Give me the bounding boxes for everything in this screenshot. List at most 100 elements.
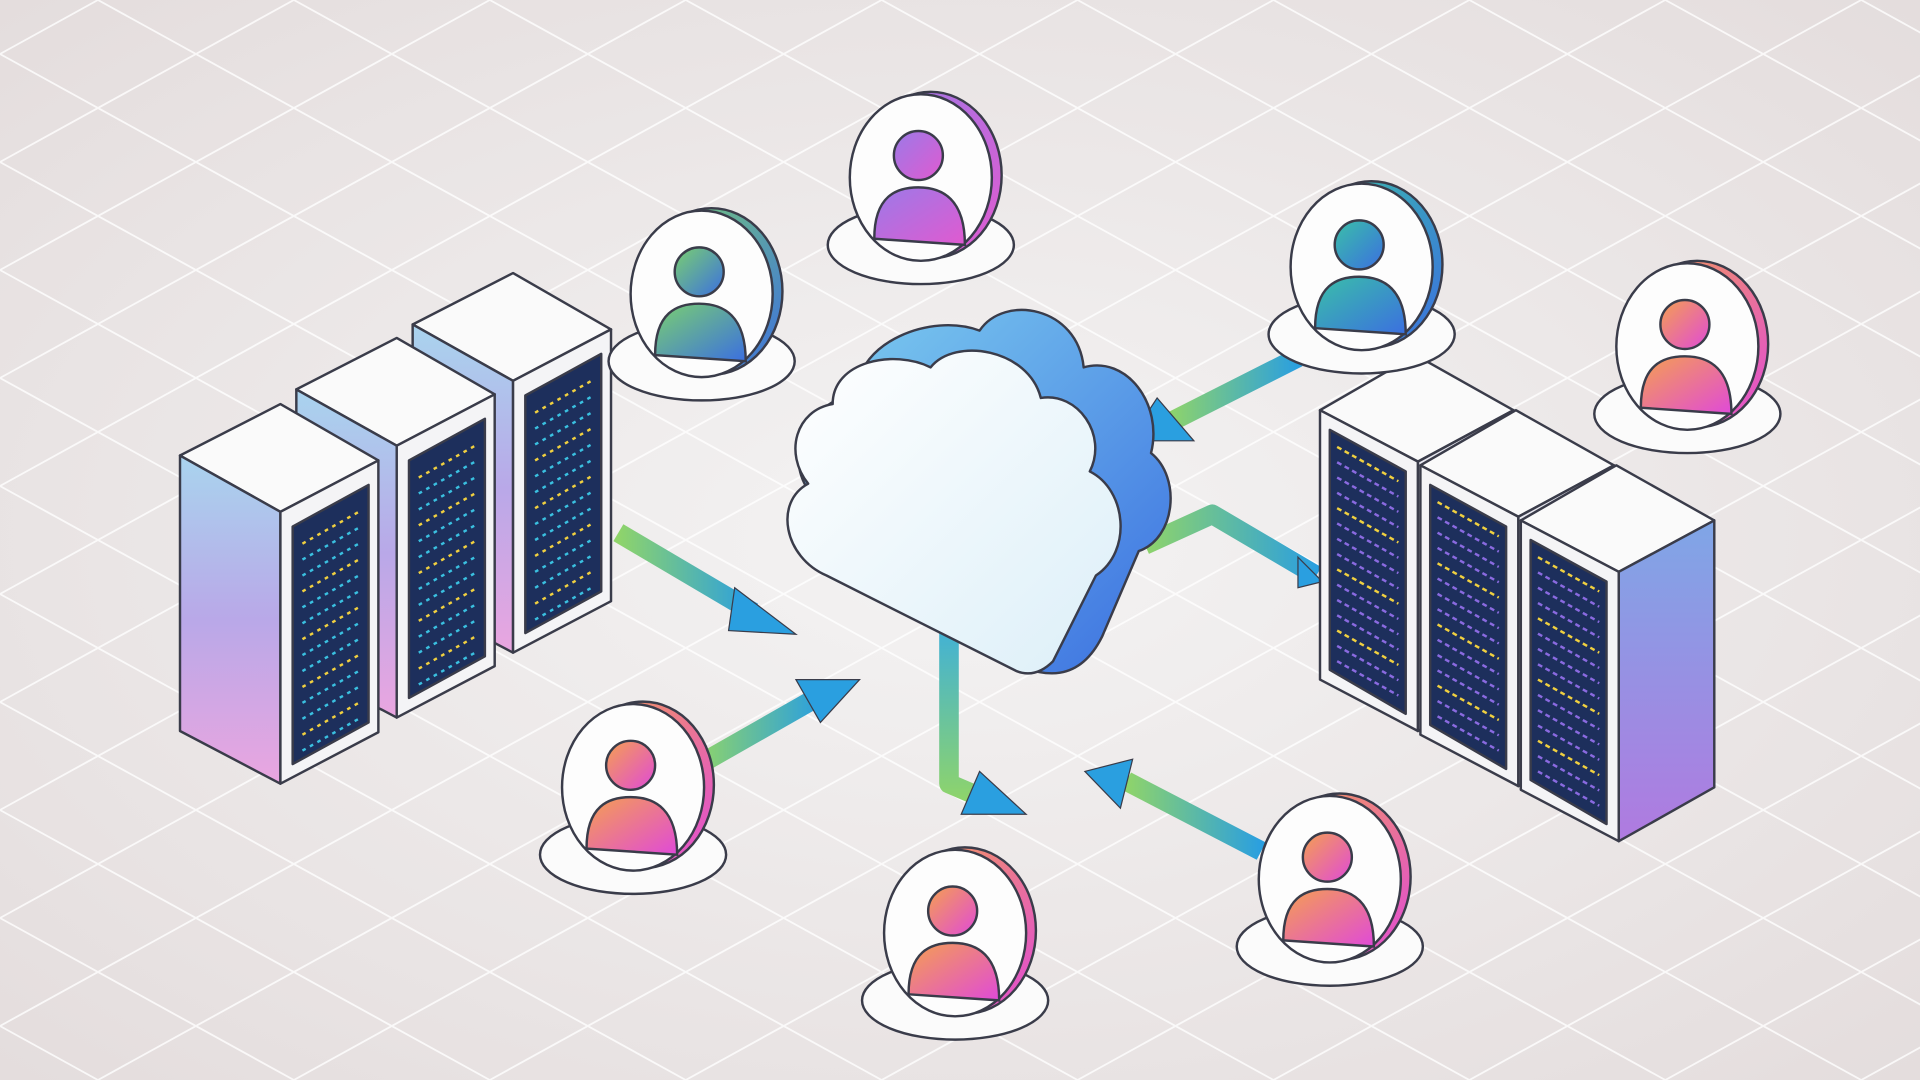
grid-line	[0, 0, 491, 272]
rack-led-row	[418, 476, 476, 511]
grid-line	[1077, 0, 1920, 466]
arrow-shaft	[1122, 772, 1266, 860]
rack-led-row	[301, 701, 360, 736]
rack-led-row	[534, 538, 593, 573]
rack-led-row	[534, 427, 593, 462]
user-avatar-icon	[860, 846, 1050, 1041]
rack-led-row	[1436, 516, 1500, 553]
rack-led-row	[418, 603, 476, 638]
rack-led-row	[418, 635, 476, 670]
rack-led-row	[301, 558, 360, 593]
user-avatar-icon	[826, 90, 1016, 286]
rack-led-row	[1336, 445, 1399, 483]
rack-led-row	[1336, 461, 1399, 498]
rack-led-row	[301, 510, 360, 545]
rack-led-row	[1336, 598, 1399, 636]
avatar-shoulders	[1282, 887, 1376, 948]
avatar-shoulders	[1313, 275, 1407, 336]
arrow-head	[960, 770, 1028, 815]
rack-led-row	[1436, 562, 1500, 599]
rack-led-row	[1436, 500, 1500, 538]
rack-led-row	[1436, 715, 1500, 752]
rack-led-row	[1537, 586, 1600, 624]
arrow-shaft	[1164, 348, 1303, 432]
user-avatar-icon	[1593, 259, 1782, 455]
server-group-left	[178, 271, 613, 785]
arrow-head	[727, 586, 798, 636]
rack-led-row	[534, 395, 593, 430]
rack-led-row	[1436, 623, 1500, 660]
rack-led-row	[1436, 546, 1500, 584]
avatar-head	[1301, 831, 1354, 883]
grid-line	[0, 808, 491, 1080]
rack-led-row	[534, 459, 593, 494]
rack-led-row	[418, 587, 476, 622]
grid-line	[1468, 0, 1920, 250]
rack-led-row	[1537, 571, 1600, 608]
rack-led-row	[418, 540, 476, 575]
rack-led-row	[301, 717, 360, 752]
rack-led-row	[1336, 507, 1399, 544]
rack-led-row	[1336, 644, 1399, 682]
rack-led-row	[534, 443, 593, 478]
rack-led-row	[1336, 476, 1399, 513]
rack-led-row	[1537, 739, 1600, 777]
rack-led-row	[1537, 663, 1600, 700]
rack-led-row	[1537, 556, 1600, 593]
avatar-shoulders	[585, 795, 679, 857]
arrow-shaft	[693, 686, 826, 774]
rack-led-row	[301, 669, 360, 704]
arrow-head	[1297, 555, 1324, 589]
server-rack-icon	[178, 402, 380, 785]
cloud-icon	[786, 308, 1172, 675]
rack-led-row	[534, 554, 593, 589]
user-avatar-icon	[607, 206, 796, 402]
grid-line	[1273, 0, 1920, 358]
rack-led-row	[418, 492, 476, 527]
rack-led-row	[534, 570, 593, 605]
rack-led-row	[534, 586, 593, 621]
rack-led-row	[534, 523, 593, 557]
rack-led-row	[301, 685, 360, 720]
rack-led-row	[418, 508, 476, 543]
rack-led-row	[1537, 678, 1600, 715]
rack-led-row	[1537, 724, 1600, 761]
rack-led-row	[1436, 531, 1500, 569]
rack-led-row	[1537, 617, 1600, 654]
avatar-head	[1333, 219, 1385, 271]
grid-line	[0, 0, 1666, 920]
arrow-icon	[1140, 504, 1324, 589]
avatar-head	[892, 129, 945, 182]
rack-led-row	[1336, 583, 1399, 621]
user-avatar-icon	[538, 700, 728, 896]
rack-led-row	[1537, 693, 1600, 731]
rack-led-row	[534, 507, 593, 542]
arrow-shaft	[613, 524, 759, 621]
rack-led-row	[1436, 577, 1500, 614]
avatar-shoulders	[907, 941, 1001, 1002]
rack-led-row	[1537, 770, 1600, 807]
rack-led-row	[418, 619, 476, 654]
rack-led-row	[418, 460, 476, 495]
rack-led-row	[1336, 553, 1399, 590]
rack-led-row	[301, 622, 360, 657]
rack-led-row	[418, 571, 476, 606]
rack-led-row	[1336, 660, 1399, 697]
rack-side	[178, 454, 282, 785]
user-avatar-icon	[1267, 180, 1456, 375]
arrow-shaft	[1140, 504, 1322, 584]
server-rack-icon	[1519, 464, 1716, 843]
rack-led-row	[534, 379, 593, 414]
avatar-head	[1659, 298, 1711, 351]
rack-led-row	[1537, 755, 1600, 792]
rack-led-row	[418, 556, 476, 591]
arrow-head	[1083, 758, 1134, 810]
grid-line	[0, 0, 883, 488]
arrow-icon	[1083, 758, 1266, 860]
rack-side	[1617, 519, 1716, 843]
rack-led-row	[301, 638, 360, 673]
avatar-shoulders	[873, 186, 967, 247]
rack-led-row	[418, 444, 476, 479]
grid-line	[0, 592, 883, 1080]
